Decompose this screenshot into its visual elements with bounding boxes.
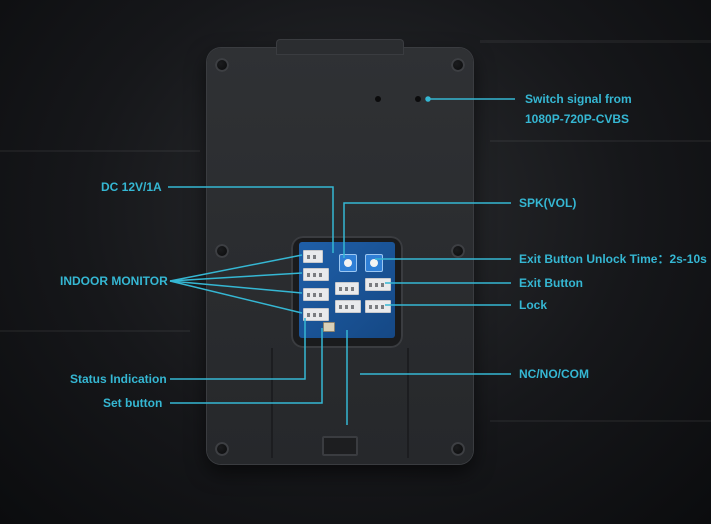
label-switch-signal-line2: 1080P-720P-CVBS — [525, 112, 630, 126]
label-exit-unlock-time: Exit Button Unlock Time：2s-10s — [519, 252, 707, 266]
bottom-cable-slot — [322, 436, 358, 456]
callout-set-button — [170, 328, 323, 404]
lock-connector[interactable] — [365, 300, 391, 313]
screw-bottom-right — [451, 442, 465, 456]
indoor-monitor-connector-1[interactable] — [303, 250, 323, 263]
top-mount-tab — [277, 40, 403, 54]
callout-indoor-monitor-4 — [169, 280, 303, 314]
panel-rail — [407, 348, 409, 458]
background-line — [0, 330, 190, 332]
screw-mid-left — [215, 244, 229, 258]
circuit-board — [299, 242, 395, 338]
label-status-indication: Status Indication — [70, 372, 167, 386]
background-line — [490, 140, 711, 142]
nc-no-com-connector[interactable] — [335, 300, 361, 313]
wiring-compartment — [291, 236, 403, 348]
screw-mid-right — [451, 244, 465, 258]
exit-button-connector[interactable] — [365, 278, 391, 291]
callout-status-indication — [170, 318, 306, 380]
callout-indoor-monitor-3 — [169, 280, 303, 294]
door-station-back-panel — [207, 40, 473, 464]
background-line — [0, 150, 200, 152]
background-line — [490, 420, 711, 422]
label-indoor-monitor: INDOOR MONITOR — [60, 274, 168, 288]
label-set-button: Set button — [103, 396, 163, 410]
label-dc: DC 12V/1A — [101, 180, 162, 194]
signal-switch-hole — [375, 96, 381, 102]
callout-indoor-monitor-1 — [169, 254, 303, 282]
indoor-monitor-connector-2[interactable] — [303, 268, 329, 281]
set-button-switch[interactable] — [323, 322, 335, 332]
spk-volume-potentiometer[interactable] — [339, 254, 357, 272]
label-spk: SPK(VOL) — [519, 196, 577, 210]
screw-top-right — [451, 58, 465, 72]
signal-switch-hole — [415, 96, 421, 102]
label-exit-button: Exit Button — [519, 276, 583, 290]
indoor-monitor-connector-3[interactable] — [303, 288, 329, 301]
screw-bottom-left — [215, 442, 229, 456]
callout-spk — [343, 202, 511, 258]
label-lock: Lock — [519, 298, 548, 312]
label-nc-no-com: NC/NO/COM — [519, 367, 589, 381]
callout-indoor-monitor-2 — [169, 272, 303, 282]
screw-top-left — [215, 58, 229, 72]
dc-power-connector[interactable] — [335, 282, 359, 295]
callout-dc — [168, 186, 334, 253]
background-line — [480, 40, 711, 43]
label-switch-signal-line1: Switch signal from — [525, 92, 632, 106]
indoor-monitor-connector-4[interactable] — [303, 308, 329, 321]
